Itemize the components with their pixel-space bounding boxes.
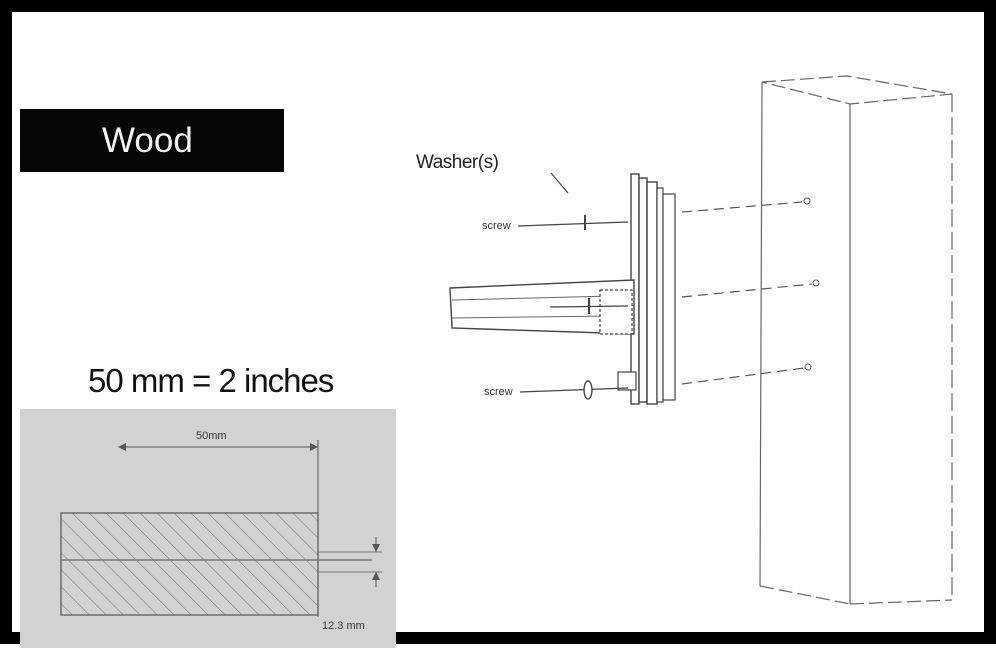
washer-label: Washer(s) [416, 152, 499, 173]
screw-bottom [519, 380, 629, 400]
top-part-label: screw [482, 220, 511, 232]
wood-title-banner: Wood [20, 109, 284, 172]
washer-leader-line [550, 172, 569, 194]
thickness-arrow-down-icon [372, 544, 380, 552]
wood-title: Wood [102, 120, 193, 160]
cross-section-drawing [60, 440, 382, 617]
diagram-canvas [60, 75, 953, 617]
screw-middle [549, 298, 629, 314]
width-arrow-left-icon [118, 443, 126, 451]
support-arm [449, 279, 637, 391]
hatched-wood-board [60, 512, 319, 616]
wood-post [759, 75, 953, 605]
width-label: 50mm [196, 430, 227, 442]
width-arrow-right-icon [310, 443, 318, 451]
thickness-label: 12.3 mm [322, 620, 365, 632]
mounting-guide-lines [681, 197, 820, 385]
screw-top [517, 215, 629, 230]
unit-conversion-text: 50 mm = 2 inches [88, 362, 334, 399]
bracket-plate [630, 173, 676, 405]
bottom-part-label: screw [484, 386, 513, 398]
thickness-arrow-up-icon [372, 572, 380, 580]
